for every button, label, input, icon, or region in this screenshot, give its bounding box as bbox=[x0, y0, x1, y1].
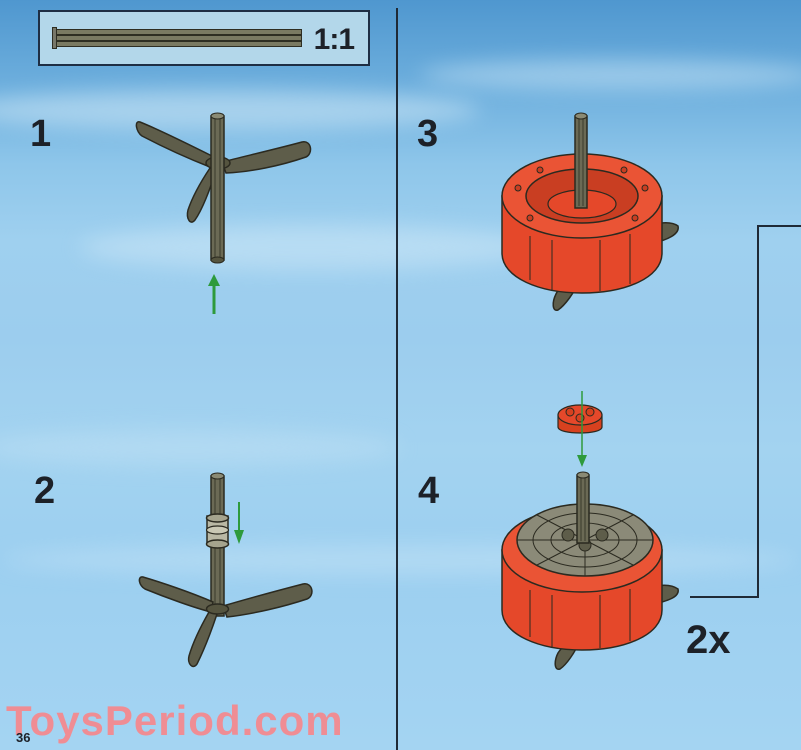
step-2-illustration bbox=[138, 472, 313, 668]
cloud-streak bbox=[0, 430, 400, 465]
arrow-down-icon bbox=[234, 502, 244, 544]
propeller-icon bbox=[135, 121, 312, 223]
step-1-illustration bbox=[135, 112, 312, 314]
step-number-1: 1 bbox=[30, 113, 52, 155]
step-4-illustration bbox=[501, 391, 679, 670]
step-number-2: 2 bbox=[34, 470, 56, 512]
axle-end-cap bbox=[52, 27, 57, 49]
axle-icon bbox=[210, 112, 225, 264]
quantity-multiplier: 2x bbox=[686, 618, 731, 662]
step-number-3: 3 bbox=[417, 113, 439, 155]
cloud-streak bbox=[0, 90, 480, 130]
axle-icon bbox=[574, 112, 588, 209]
watermark: ToysPeriod.com bbox=[6, 697, 344, 744]
scale-label: 1:1 bbox=[313, 23, 355, 56]
page-number: 36 bbox=[16, 730, 31, 745]
step-3-illustration bbox=[501, 112, 679, 311]
propeller-icon bbox=[138, 576, 313, 668]
axle-icon bbox=[576, 471, 590, 544]
cloud-streak bbox=[0, 545, 801, 575]
arrow-down-icon bbox=[577, 391, 587, 467]
cloud-streak bbox=[80, 225, 540, 270]
bracket-line-vertical bbox=[757, 225, 759, 598]
cloud-streak bbox=[420, 60, 801, 90]
step-number-4: 4 bbox=[418, 470, 440, 512]
red-round-plate-icon bbox=[557, 404, 603, 434]
bracket-line-bottom bbox=[690, 596, 758, 598]
bushing-icon bbox=[205, 513, 230, 549]
technic-axle-icon bbox=[56, 29, 302, 47]
bracket-line-top bbox=[757, 225, 801, 227]
column-divider bbox=[396, 8, 398, 750]
parts-callout-box: 1:1 bbox=[38, 10, 370, 66]
arrow-up-icon bbox=[208, 274, 220, 314]
